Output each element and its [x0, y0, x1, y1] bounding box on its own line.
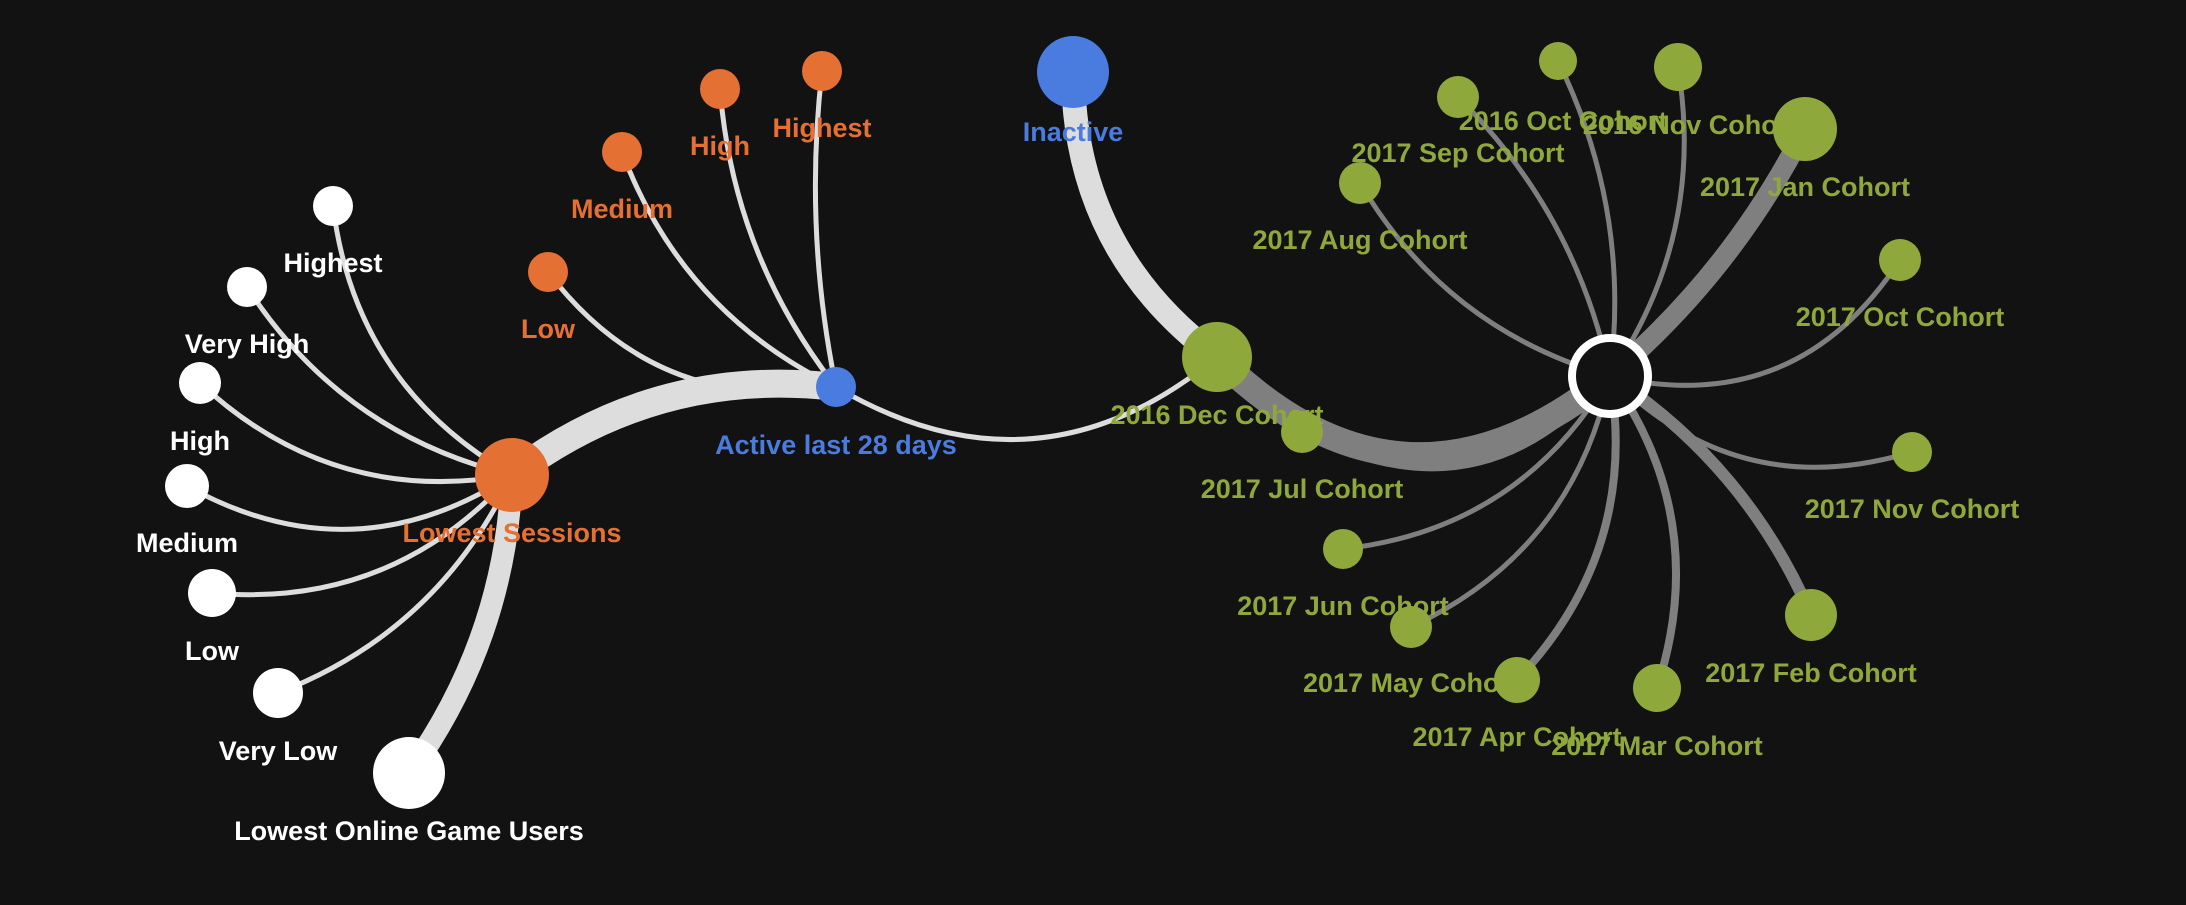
node-label-s-medium: Medium [571, 194, 673, 224]
node-c-2016-dec[interactable] [1182, 322, 1252, 392]
link-root-c_2016_dec [1204, 344, 1623, 469]
node-u-lowest[interactable] [373, 737, 445, 809]
node-u-highest[interactable] [313, 186, 353, 226]
node-c-2017-sep[interactable] [1654, 43, 1702, 91]
node-c-2017-aug[interactable] [1339, 162, 1381, 204]
node-c-2017-jan[interactable] [1773, 97, 1837, 161]
node-label-c-2017-jul: 2017 Jul Cohort [1201, 474, 1404, 504]
node-c-2017-mar[interactable] [1633, 664, 1681, 712]
node-c-2017-feb[interactable] [1785, 589, 1837, 641]
node-c-2017-nov[interactable] [1892, 432, 1932, 472]
node-label-c-2017-nov: 2017 Nov Cohort [1805, 494, 2020, 524]
node-label-c-2017-feb: 2017 Feb Cohort [1705, 658, 1917, 688]
node-s-lowest[interactable] [475, 438, 549, 512]
nodes-layer [165, 36, 1932, 809]
link-s_lowest-u_high [197, 380, 515, 485]
node-c-2017-may[interactable] [1390, 606, 1432, 648]
node-label-s-high: High [690, 131, 750, 161]
link-active28-s_highest [812, 68, 839, 390]
link-root-c_2017_mar [1606, 372, 1680, 692]
link-active28-s_lowest [498, 369, 850, 489]
node-label-c-2017-mar: 2017 Mar Cohort [1551, 731, 1763, 761]
link-s_lowest-u_highest [330, 203, 515, 478]
node-active28[interactable] [816, 367, 856, 407]
node-label-u-veryhigh: Very High [185, 329, 310, 359]
node-label-u-low: Low [185, 636, 240, 666]
node-inactive[interactable] [1037, 36, 1109, 108]
node-label-u-medium: Medium [136, 528, 238, 558]
node-label-c-2017-sep: 2017 Sep Cohort [1351, 138, 1564, 168]
link-root-c_2017_nov [1607, 373, 1915, 470]
link-c_2016_dec-inactive [1061, 60, 1229, 369]
node-s-medium[interactable] [602, 132, 642, 172]
link-s_lowest-u_medium [184, 472, 515, 532]
node-c-2016-oct[interactable] [1437, 76, 1479, 118]
node-c-2017-oct[interactable] [1879, 239, 1921, 281]
node-label-s-highest: Highest [772, 113, 871, 143]
link-root-c_2017_jun [1340, 373, 1613, 552]
node-u-medium[interactable] [165, 464, 209, 508]
node-u-low[interactable] [188, 569, 236, 617]
node-s-low[interactable] [528, 252, 568, 292]
node-label-c-2016-dec: 2016 Dec Cohort [1110, 400, 1323, 430]
node-label-u-verylow: Very Low [219, 736, 339, 766]
node-label-c-2017-aug: 2017 Aug Cohort [1252, 225, 1467, 255]
link-root-c_2017_may [1408, 373, 1613, 630]
link-root-c_2017_aug [1357, 180, 1613, 379]
link-root-c_2016_nov [1555, 58, 1618, 379]
link-root-c_2017_apr [1513, 372, 1620, 684]
node-c-2017-apr[interactable] [1494, 657, 1540, 703]
link-s_lowest-u_veryhigh [244, 284, 515, 478]
link-s_lowest-u_lowest [398, 464, 523, 784]
links-layer [184, 58, 1915, 784]
node-label-s-low: Low [521, 314, 576, 344]
node-label-s-lowest: Lowest Sessions [402, 518, 621, 548]
node-label-c-2017-may: 2017 May Cohort [1303, 668, 1519, 698]
link-root-c_2017_oct [1607, 257, 1903, 388]
link-c_2016_dec-active28 [833, 354, 1220, 442]
node-label-c-2017-apr: 2017 Apr Cohort [1412, 722, 1621, 752]
node-s-highest[interactable] [802, 51, 842, 91]
node-label-c-2017-jan: 2017 Jan Cohort [1700, 172, 1910, 202]
link-s_lowest-u_verylow [275, 472, 515, 696]
node-c-2016-nov[interactable] [1539, 42, 1577, 80]
node-label-u-lowest: Lowest Online Game Users [234, 816, 584, 846]
link-root-c_2017_sep [1607, 64, 1687, 379]
node-u-verylow[interactable] [253, 668, 303, 718]
node-label-inactive: Inactive [1023, 117, 1124, 147]
node-u-high[interactable] [179, 362, 221, 404]
link-root-c_2017_feb [1604, 370, 1817, 621]
node-c-2017-jul[interactable] [1281, 411, 1323, 453]
node-label-u-highest: Highest [283, 248, 382, 278]
node-label-c-2016-nov: 2016 Nov Cohort [1583, 110, 1798, 140]
node-label-active28: Active last 28 days [715, 430, 957, 460]
link-active28-s_high [717, 86, 839, 390]
node-u-veryhigh[interactable] [227, 267, 267, 307]
link-s_lowest-u_low [209, 472, 515, 598]
node-label-c-2017-jun: 2017 Jun Cohort [1237, 591, 1449, 621]
node-s-high[interactable] [700, 69, 740, 109]
node-c-2017-jun[interactable] [1323, 529, 1363, 569]
node-root[interactable] [1568, 334, 1652, 418]
node-label-u-high: High [170, 426, 230, 456]
link-active28-s_medium [619, 149, 839, 390]
link-root-c_2017_jan [1600, 119, 1815, 386]
node-label-c-2017-oct: 2017 Oct Cohort [1796, 302, 2005, 332]
link-root-c_2017_jul [1299, 373, 1613, 472]
node-label-c-2016-oct: 2016 Oct Cohort [1459, 106, 1668, 136]
link-root-c_2016_oct [1455, 94, 1613, 379]
